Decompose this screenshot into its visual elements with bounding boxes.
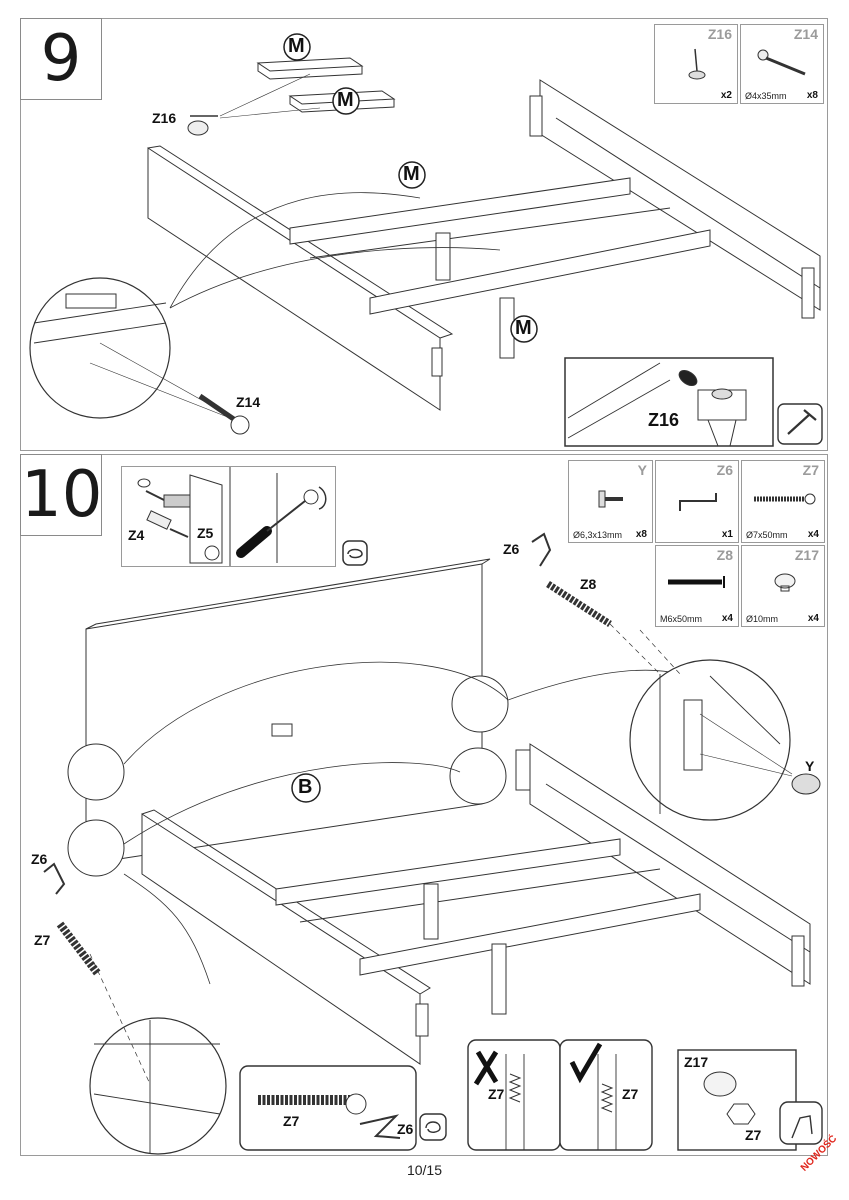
z7-wrong-label: Z7: [488, 1086, 505, 1102]
step-9-bed-frame-drawing: [29, 57, 823, 447]
b-callout: [291, 773, 321, 803]
z6-left-label: Z6: [31, 851, 48, 867]
part-dim: M6x50mm: [660, 614, 703, 624]
z14-screw-icon: [757, 49, 806, 76]
page-number: 10/15: [406, 1162, 443, 1178]
b-label: B: [298, 776, 313, 798]
m-callout-3: [398, 161, 426, 189]
z7-right-label: Z7: [622, 1086, 639, 1102]
y-label: Y: [805, 758, 815, 774]
part-qty: x4: [807, 613, 819, 624]
m-callout-label-1: M: [288, 35, 305, 57]
y-screw-icon: [598, 490, 623, 508]
screwdriver-icon: [236, 473, 327, 563]
m-callout-1: [283, 33, 311, 61]
rotate-icon: [342, 540, 368, 566]
z6-top-label: Z6: [503, 541, 520, 557]
part-dim: Ø7x50mm: [746, 530, 788, 540]
z14-label: Z14: [236, 394, 261, 410]
part-box-z7: Z7 Ø7x50mm x4: [741, 460, 825, 543]
part-box-z6: Z6 x1: [655, 460, 739, 543]
part-qty: x4: [807, 529, 819, 540]
z17-cap-icon: [774, 573, 796, 592]
z8-label: Z8: [580, 576, 597, 592]
cam-lock-icon: [137, 474, 223, 564]
part-dim: Ø4x35mm: [745, 91, 787, 101]
step-10-panel: [20, 454, 828, 1156]
part-qty: x4: [721, 613, 733, 624]
m-callout-label-2: M: [337, 89, 354, 111]
z7-bolt-icon: [754, 493, 816, 505]
part-qty: x2: [720, 90, 732, 101]
part-dim: Ø6,3x13mm: [573, 530, 623, 540]
z7-left-label: Z7: [34, 932, 51, 948]
part-code: Z17: [794, 547, 819, 563]
z8-bolt-icon: [668, 576, 725, 588]
part-box-y: Y Ø6,3x13mm x8: [568, 460, 653, 543]
part-box-z17: Z17 Ø10mm x4: [741, 545, 825, 627]
step-9-panel: [20, 18, 828, 451]
part-box-z8: Z8 M6x50mm x4: [655, 545, 739, 627]
detail-z16-label: Z16: [648, 410, 680, 430]
z17-box-label: Z17: [684, 1054, 709, 1070]
z5-label: Z5: [197, 525, 214, 541]
part-qty: x1: [721, 529, 733, 540]
part-code: Z16: [707, 26, 732, 42]
cam-lock-detail-box: Z4 Z5: [121, 466, 230, 567]
part-code: Z6: [716, 462, 733, 478]
step-9-number: 9: [20, 18, 102, 100]
m-callout-label-4: M: [515, 317, 532, 339]
part-code: Z7: [802, 462, 819, 478]
part-code: Y: [637, 462, 647, 478]
part-dim: Ø10mm: [746, 614, 779, 624]
z16-glide-icon: [688, 48, 706, 80]
z6-detail-label: Z6: [397, 1121, 414, 1137]
part-qty: x8: [806, 90, 818, 101]
z6-hex-key-icon: [679, 493, 717, 511]
m-callout-label-3: M: [403, 163, 420, 185]
screwdriver-detail-box: [230, 466, 336, 567]
part-box-z14: Z14 Ø4x35mm x8: [740, 24, 824, 104]
z7-cap-label: Z7: [745, 1127, 762, 1143]
z4-label: Z4: [128, 527, 145, 543]
step-10-bed-frame-drawing: [43, 532, 823, 1155]
m-callout-4: [510, 315, 538, 343]
part-code: Z14: [793, 26, 818, 42]
z16-label: Z16: [152, 110, 177, 126]
part-box-z16: Z16 x2: [654, 24, 738, 104]
m-callout-2: [332, 87, 360, 115]
part-qty: x8: [635, 529, 647, 540]
part-code: Z8: [716, 547, 733, 563]
step-10-number: 10: [20, 454, 102, 536]
z7-detail-label: Z7: [283, 1113, 300, 1129]
